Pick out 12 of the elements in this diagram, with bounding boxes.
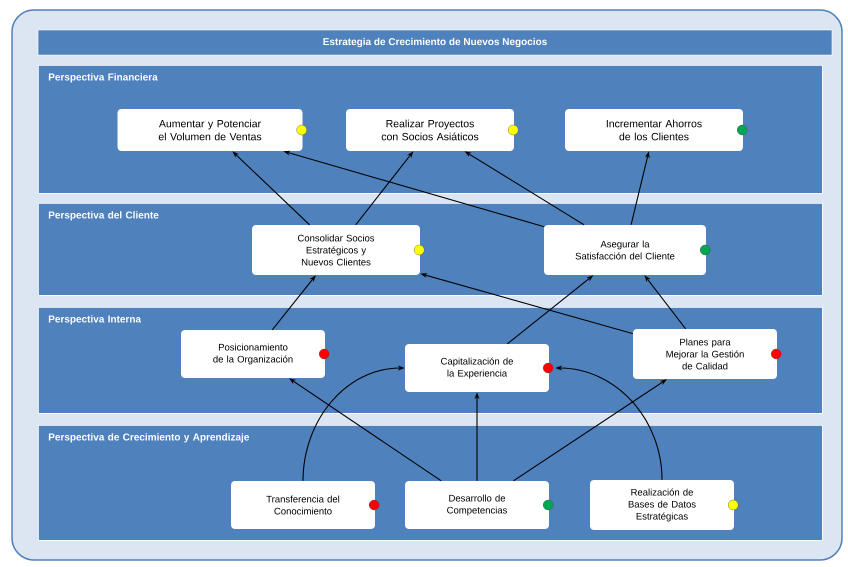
- objective-box: Incrementar Ahorros de los Clientes: [565, 109, 743, 151]
- objective-box: Planes para Mejorar la Gestión de Calidad: [633, 329, 777, 379]
- objective-box: Realización de Bases de Datos Estratégicas: [590, 480, 734, 530]
- objective-box: Realizar Proyectos con Socios Asiáticos: [346, 109, 514, 151]
- objective-box: Posicionamiento de la Organización: [181, 330, 325, 378]
- title-bar: Estrategia de Crecimiento de Nuevos Negocios: [38, 30, 832, 56]
- objective-box: Desarrollo de Competencias: [405, 481, 549, 529]
- objective-box: Consolidar Socios Estratégicos y Nuevos Clientes: [252, 225, 420, 275]
- objective-box: Transferencia del Conocimiento: [231, 481, 375, 529]
- objective-box: Asegurar la Satisfacción del Cliente: [544, 225, 706, 275]
- objective-box: Capitalización de la Experiencia: [405, 344, 549, 392]
- objective-box: Aumentar y Potenciar el Volumen de Ventas: [118, 109, 302, 151]
